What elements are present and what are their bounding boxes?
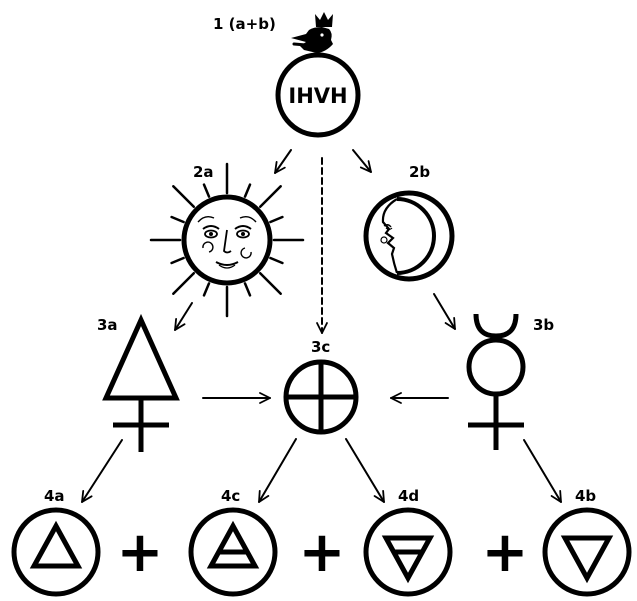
node-label-4c: 4c <box>221 487 240 505</box>
sun-ray <box>270 258 282 263</box>
fire-triangle-icon <box>14 510 98 594</box>
edge-3c-to-4c <box>259 439 296 502</box>
sun-ray <box>245 283 250 295</box>
node-label-3c: 3c <box>311 338 330 356</box>
sun-ray <box>260 273 281 294</box>
sun-ray <box>270 217 282 222</box>
mercury-symbol-icon <box>468 314 524 450</box>
node-label-2b: 2b <box>409 163 430 181</box>
plus-operator-2: + <box>299 520 346 585</box>
node-label-4d: 4d <box>398 487 419 505</box>
node-4d-earth: 4d <box>366 487 450 594</box>
sun-ray <box>204 283 209 295</box>
sun-ray <box>173 186 194 207</box>
sun-ray <box>172 258 184 263</box>
node-4c-air: 4c <box>191 487 275 594</box>
earth-triangle-icon <box>366 510 450 594</box>
sun-ray <box>204 185 209 197</box>
node-label-4a: 4a <box>44 487 65 505</box>
edge-3b-to-4b <box>524 440 561 502</box>
node-label-3b: 3b <box>533 316 554 334</box>
sun-ray <box>260 186 281 207</box>
salt-symbol-icon <box>286 362 356 432</box>
node-2b-moon: 2b <box>366 163 452 279</box>
node-3a-sulfur: 3a <box>97 316 176 452</box>
plus-operator-3: + <box>482 520 529 585</box>
edge-3a-to-4a <box>82 440 122 502</box>
node-4b-water: 4b <box>545 487 629 594</box>
sulfur-symbol-icon <box>106 320 176 452</box>
sun-face-icon <box>151 164 303 316</box>
edge-3c-to-4d <box>346 439 384 502</box>
air-triangle-icon <box>191 510 275 594</box>
node-label-1: 1 (a+b) <box>213 15 276 33</box>
plus-operator-1: + <box>117 520 164 585</box>
node-2a-sun: 2a <box>151 163 303 316</box>
edge-2b-to-3b <box>434 294 455 329</box>
sun-ray <box>172 217 184 222</box>
water-triangle-icon <box>545 510 629 594</box>
node-label-2a: 2a <box>193 163 214 181</box>
ihvh-text: IHVH <box>288 84 347 108</box>
crowned-raven-icon <box>291 12 333 53</box>
node-1-ihvh: IHVH 1 (a+b) <box>213 12 358 135</box>
crescent-moon-face-icon <box>366 193 452 279</box>
sun-ray <box>173 273 194 294</box>
node-3c-salt: 3c <box>286 338 356 432</box>
node-label-4b: 4b <box>575 487 596 505</box>
edge-1-to-2a <box>275 150 291 173</box>
node-3b-mercury: 3b <box>468 314 554 450</box>
node-label-3a: 3a <box>97 316 118 334</box>
edge-2a-to-3a <box>175 303 192 330</box>
sun-ray <box>245 185 250 197</box>
node-4a-fire: 4a <box>14 487 98 594</box>
edges <box>82 150 561 502</box>
edge-1-to-2b <box>353 150 371 172</box>
